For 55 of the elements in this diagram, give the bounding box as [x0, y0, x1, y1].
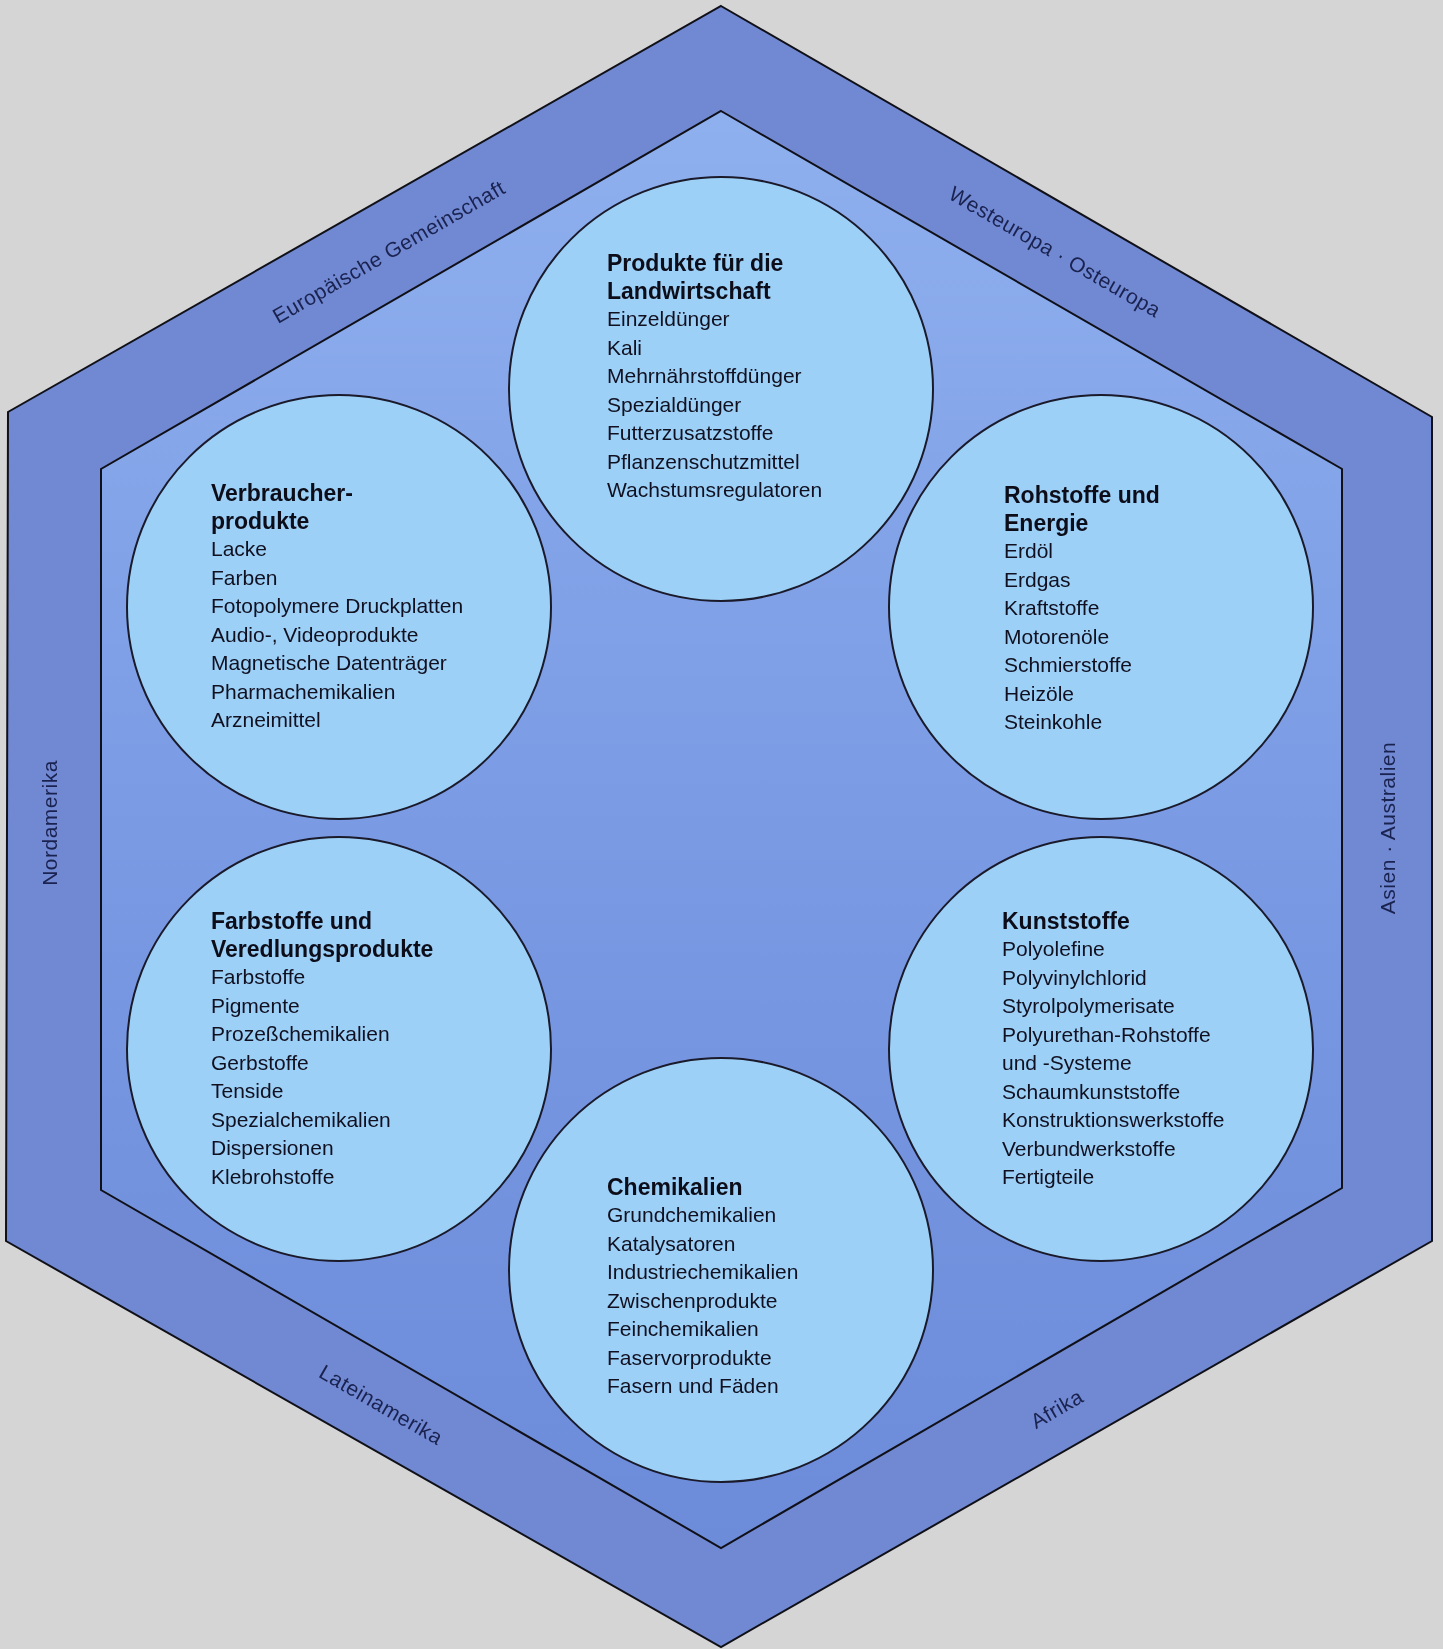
list-item: Pflanzenschutzmittel	[607, 448, 800, 475]
list-item: Heizöle	[1004, 680, 1075, 707]
list-item: Arzneimittel	[211, 707, 321, 733]
list-item: Kraftstoffe	[1004, 595, 1100, 621]
list-item: Styrolpolymerisate	[1002, 993, 1175, 1019]
list-item: Polyolefine	[1002, 936, 1105, 962]
list-item: Klebrohstoffe	[211, 1163, 335, 1190]
list-item: Schaumkunststoffe	[1002, 1078, 1181, 1105]
list-item: Wachstumsregulatoren	[607, 477, 823, 503]
list-item: Prozeßchemikalien	[211, 1021, 390, 1047]
list-item: Pharmachemikalien	[211, 678, 396, 705]
list-item: Magnetische Datenträger	[211, 650, 447, 676]
list-item: Spezialdünger	[607, 391, 742, 418]
list-item: Farbstoffe	[211, 964, 306, 990]
list-item: Gerbstoffe	[211, 1049, 309, 1076]
list-item: Spezialchemikalien	[211, 1106, 391, 1133]
category-heading: Produkte für die Landwirtschaft	[607, 249, 785, 305]
list-item: Tenside	[211, 1078, 284, 1104]
list-item: Fertigteile	[1002, 1164, 1095, 1190]
list-item: Lacke	[211, 536, 268, 562]
category-heading: Rohstoffe und Energie	[1004, 481, 1161, 537]
list-item: Faservorprodukte	[607, 1344, 772, 1371]
list-item: Polyvinylchlorid	[1002, 964, 1147, 991]
category-heading: Chemikalien	[607, 1173, 743, 1201]
list-item: Steinkohle	[1004, 709, 1103, 735]
list-item: Futterzusatzstoffe	[607, 420, 774, 446]
list-item: Audio-, Videoprodukte	[211, 621, 419, 648]
list-item: Mehrnährstoffdünger	[607, 363, 802, 389]
list-item: Feinchemikalien	[607, 1316, 759, 1342]
list-item: Erdöl	[1004, 538, 1054, 564]
inner-hexagon	[101, 111, 1342, 1548]
list-item: Schmierstoffe	[1004, 652, 1132, 678]
list-item: und -Systeme	[1002, 1050, 1132, 1076]
category-heading: Verbraucher- produkte	[211, 479, 354, 535]
region-label: Asien · Australien	[1376, 741, 1400, 915]
list-item: Kali	[607, 334, 643, 361]
category-heading: Kunststoffe	[1002, 907, 1130, 935]
list-item: Industriechemikalien	[607, 1259, 799, 1285]
list-item: Dispersionen	[211, 1135, 334, 1161]
list-item: Katalysatoren	[607, 1230, 736, 1257]
list-item: Fasern und Fäden	[607, 1373, 779, 1399]
list-item: Fotopolymere Druckplatten	[211, 593, 464, 619]
list-item: Motorenöle	[1004, 623, 1110, 650]
list-item: Pigmente	[211, 992, 300, 1019]
list-item: Einzeldünger	[607, 306, 730, 332]
list-item: Verbundwerkstoffe	[1002, 1135, 1176, 1162]
list-item: Zwischenprodukte	[607, 1287, 778, 1314]
list-item: Erdgas	[1004, 566, 1071, 593]
list-item: Konstruktionswerkstoffe	[1002, 1107, 1225, 1133]
region-label: Nordamerika	[38, 760, 62, 886]
list-item: Grundchemikalien	[607, 1202, 777, 1228]
list-item: Polyurethan-Rohstoffe	[1002, 1021, 1211, 1048]
category-heading: Farbstoffe und Veredlungsprodukte	[211, 907, 434, 963]
list-item: Farben	[211, 564, 278, 591]
outer-hexagon	[6, 6, 1432, 1647]
